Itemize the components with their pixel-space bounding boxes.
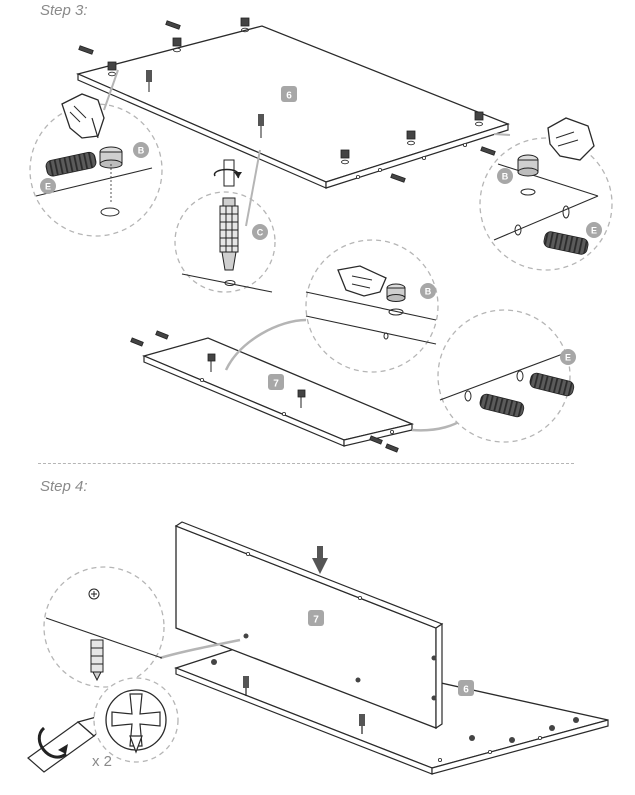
panel-7-label: 7	[273, 379, 279, 390]
detail-screw-c: C	[174, 149, 276, 293]
step-divider	[38, 463, 574, 464]
detail-cam-left: B E	[29, 69, 163, 237]
callout-arc-lower	[411, 418, 463, 432]
panel-7: 7	[130, 330, 415, 453]
detail-shelf-dowels: E	[437, 309, 576, 443]
part-e-label-left: E	[45, 182, 51, 192]
callout-arc-upper	[224, 318, 307, 371]
panel-6-label: 6	[286, 91, 292, 102]
panel-7-step4: 7	[174, 521, 444, 730]
detail-cam-right: B E	[479, 117, 613, 271]
detail-shelf-cam: B	[305, 239, 439, 373]
panel-6-step4-label: 6	[463, 685, 469, 696]
screwdriver-detail: x 2	[27, 677, 179, 773]
part-b-label-shelf: B	[425, 287, 432, 297]
panel-7-step4-label: 7	[313, 615, 319, 626]
callout-arc-step4	[159, 638, 241, 660]
quantity-label: x 2	[92, 753, 112, 770]
part-b-label-right: B	[502, 172, 509, 182]
part-c-label: C	[257, 228, 264, 238]
step-3-title: Step 3:	[40, 2, 88, 19]
step-4-title: Step 4:	[40, 478, 88, 495]
panel-6-step4: 6	[174, 641, 609, 775]
panel-6: 6	[76, 17, 510, 189]
part-b-label-left: B	[138, 146, 145, 156]
part-e-label-shelf: E	[565, 353, 571, 363]
detail-step4-screw	[43, 566, 165, 688]
part-e-label-right: E	[591, 226, 597, 236]
